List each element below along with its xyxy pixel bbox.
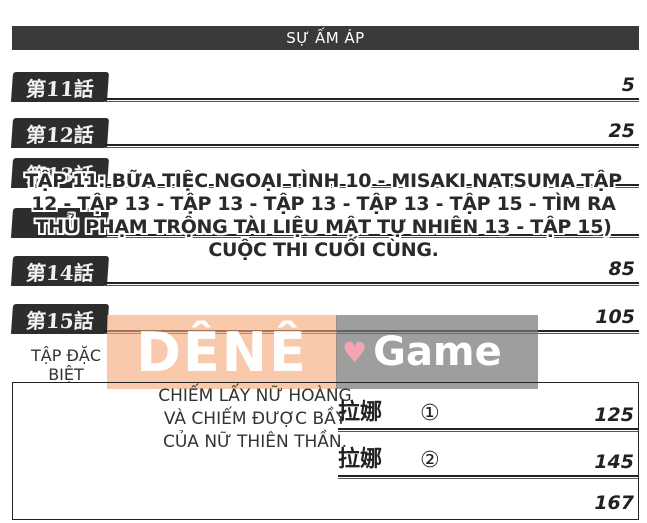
special-number: ① — [420, 401, 440, 426]
special-number: ② — [420, 448, 440, 473]
page-number: 85 — [608, 258, 635, 280]
overlay-line: 12 - TẬP 13 - TẬP 13 - TẬP 13 - TẬP 13 -… — [31, 193, 616, 215]
special-label: TẬP ĐẶC BIỆT — [31, 346, 101, 384]
watermark-right-text: Game — [373, 329, 502, 375]
divider — [338, 475, 638, 479]
divider — [104, 98, 639, 102]
chapter-row[interactable]: 第14話 85 — [10, 248, 639, 286]
special-row[interactable]: 167 — [338, 484, 638, 520]
chapter-row[interactable]: 第11話 5 — [10, 64, 639, 102]
divider — [104, 144, 639, 148]
special-box — [12, 382, 639, 520]
chapter-row[interactable]: 第13話 — [10, 150, 639, 188]
page-number: 167 — [594, 492, 634, 514]
overlay-line: CUỘC THI CUỐI CÙNG. — [208, 239, 439, 261]
special-row[interactable]: 拉娜 ② 145 — [338, 443, 638, 479]
special-kanji: 拉娜 — [338, 399, 383, 425]
page-number: 5 — [621, 74, 635, 96]
page-number: 105 — [595, 306, 635, 328]
page-number: 25 — [608, 120, 635, 142]
divider — [338, 428, 638, 432]
watermark-logo: DÊNÊ — [107, 315, 337, 389]
watermark-game: ♥ Game — [336, 315, 538, 389]
special-kanji: 拉娜 — [338, 446, 383, 472]
watermark-left-text: DÊNÊ — [136, 320, 308, 384]
chapter-tab: 第12話 — [10, 118, 110, 148]
chapter-tab: 第11話 — [10, 72, 110, 102]
overlay-line: TẬP 11: BỮA TIỆC NGOẠI TÌNH 10 - MISAKI … — [25, 170, 622, 192]
chapter-tab: 第15話 — [10, 304, 110, 334]
chapter-row[interactable] — [10, 200, 639, 238]
divider — [104, 282, 639, 286]
header-title: SỰ ẤM ÁP — [286, 29, 365, 47]
divider — [104, 234, 639, 238]
heart-icon: ♥ — [342, 335, 368, 369]
page-number: 145 — [594, 451, 634, 473]
special-row[interactable]: 拉娜 ① 125 — [338, 396, 638, 432]
header-banner: SỰ ẤM ÁP — [12, 26, 639, 50]
special-text: CHIẾM LẤY NỮ HOÀNG VÀ CHIẾM ĐƯỢC BẦY CỦA… — [158, 386, 352, 452]
chapter-row[interactable]: 第12話 25 — [10, 110, 639, 148]
translation-overlay: TẬP 11: BỮA TIỆC NGOẠI TÌNH 10 - MISAKI … — [0, 170, 647, 262]
page-number: 125 — [594, 404, 634, 426]
divider — [104, 184, 639, 188]
overlay-line: THỦ PHẠM TRỘNG TÀI LIỆU MẬT TỰ NHIÊN 13 … — [35, 216, 612, 238]
